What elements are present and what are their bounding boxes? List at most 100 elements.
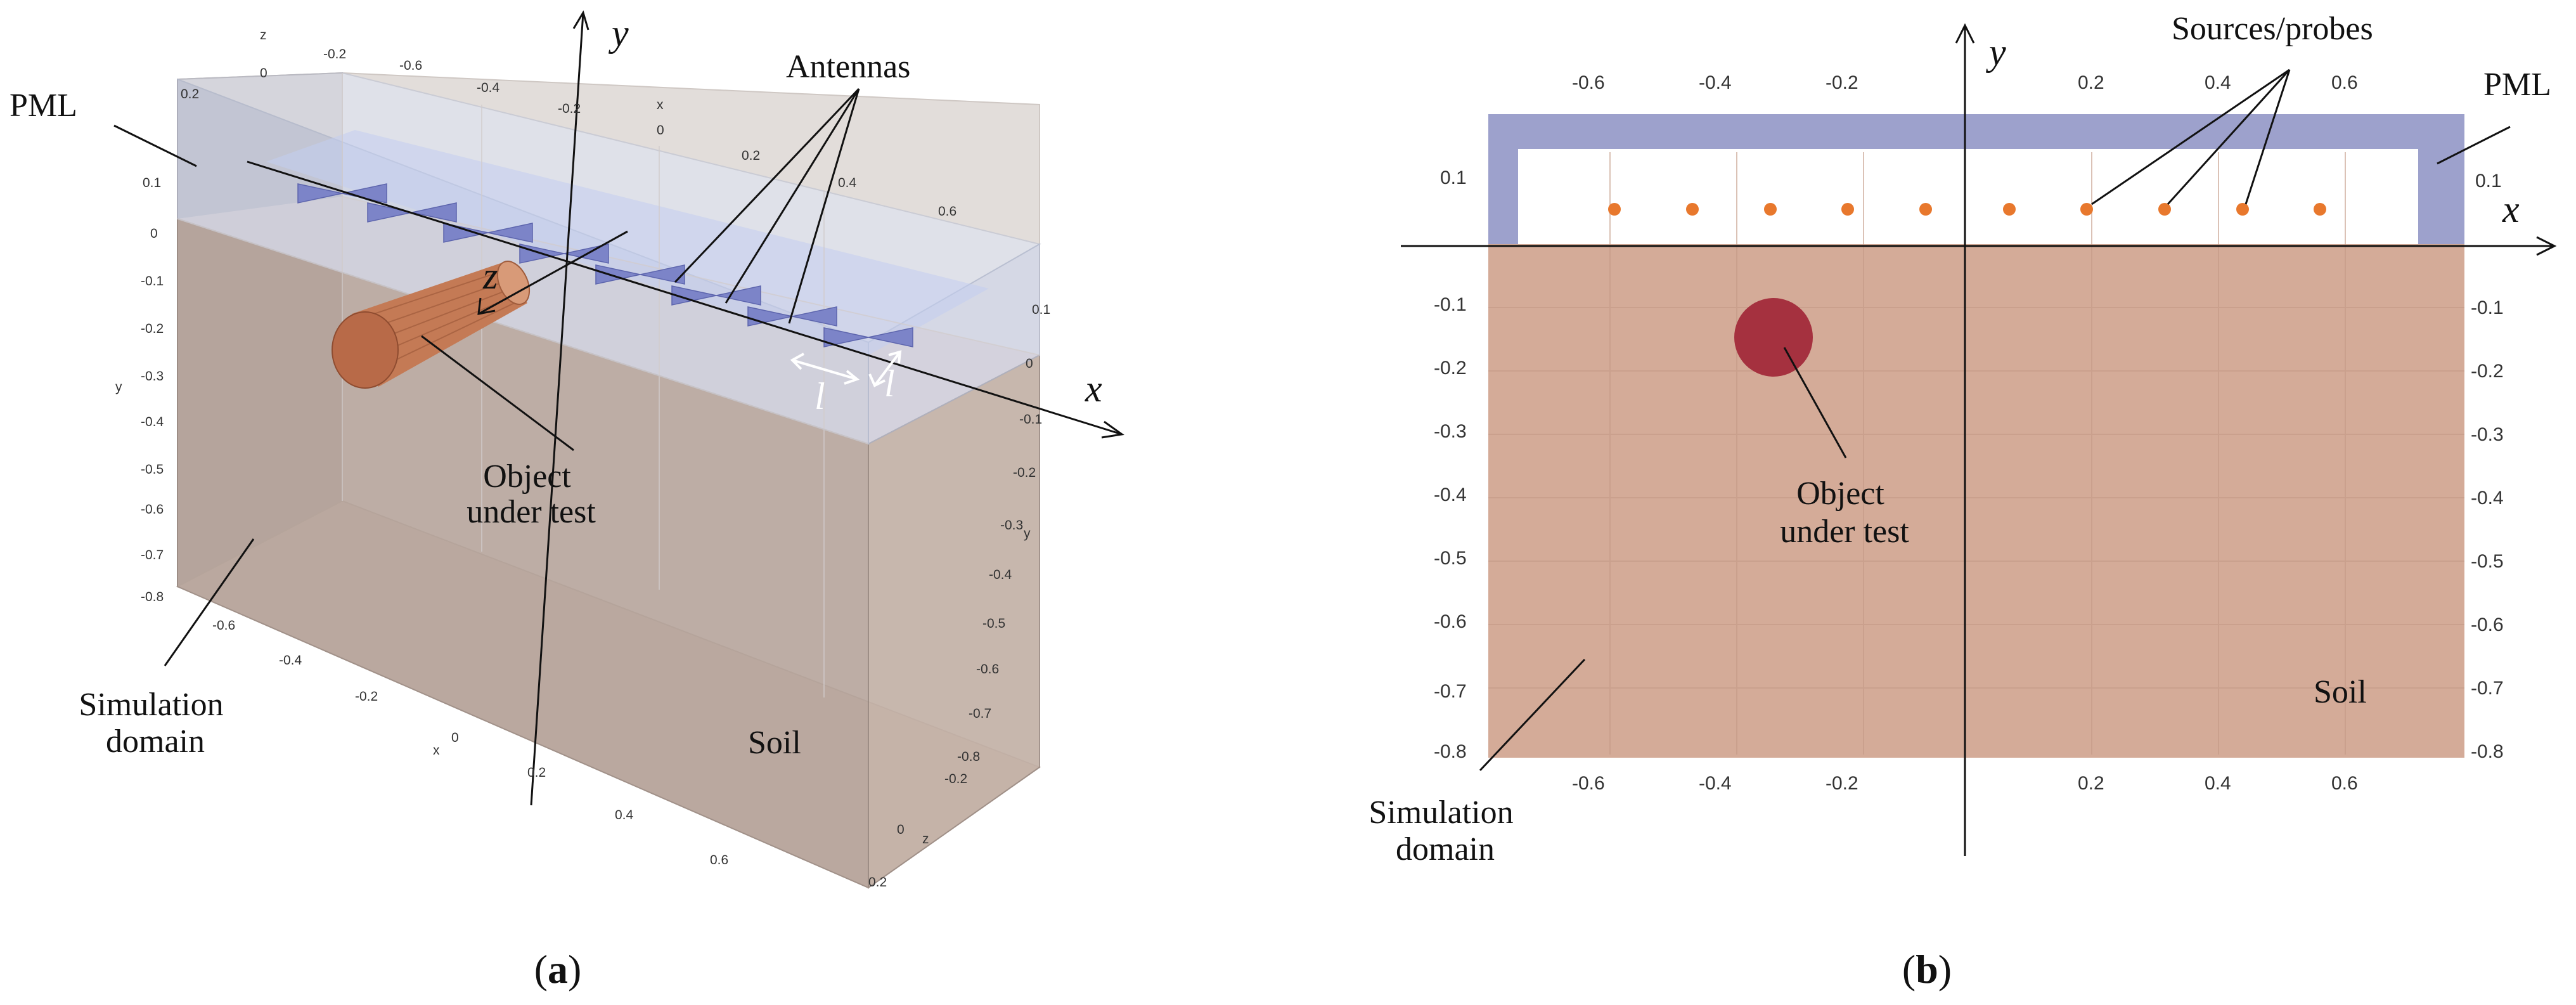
domain-leader-b — [1479, 658, 1586, 772]
tick: -0.4 — [279, 653, 302, 668]
ticks-a-right-z: -0.2 0 z 0.2 — [868, 772, 967, 890]
tick: -0.3 — [141, 369, 164, 384]
ticks-b-top: -0.6 -0.4 -0.2 0.2 0.4 0.6 — [1572, 72, 2358, 93]
tick: -0.4 — [1699, 72, 1732, 93]
caption-b: (b) — [1902, 947, 1952, 992]
caption-a: (a) — [534, 947, 582, 992]
antenna — [868, 327, 913, 347]
tick: -0.2 — [944, 772, 967, 786]
tick: -0.6 — [141, 502, 164, 517]
tick: -0.1 — [2471, 297, 2504, 318]
tick: -0.4 — [1699, 773, 1732, 794]
tick: 0.6 — [2331, 773, 2358, 794]
tick: -0.4 — [2471, 488, 2504, 509]
antenna-leader-2 — [724, 88, 860, 304]
object-circle-b — [1734, 298, 1813, 377]
tick: -0.1 — [1434, 294, 1467, 315]
object-label-a-line2: under test — [467, 494, 596, 530]
tick: 0.2 — [742, 148, 760, 163]
axes-b — [1401, 23, 2557, 856]
object-label-a: Object under test — [467, 458, 596, 530]
tick: 0 — [451, 730, 459, 745]
leaders-a — [113, 88, 860, 666]
antenna — [823, 327, 869, 347]
tick: z — [922, 832, 929, 846]
tick: -0.4 — [989, 567, 1012, 582]
pml-inner-air — [1518, 149, 2418, 247]
tick: -0.2 — [2471, 361, 2504, 382]
ticks-a-bottom-x: -0.6 -0.4 -0.2 x 0 0.2 0.4 0.6 — [212, 618, 728, 867]
tick: -0.5 — [982, 616, 1005, 631]
ticks-b-left: 0.1 -0.1 -0.2 -0.3 -0.4 -0.5 -0.6 -0.7 -… — [1434, 167, 1467, 762]
tick: 0.4 — [615, 808, 634, 822]
probe — [2003, 203, 2016, 216]
domain-label-a-line2: domain — [106, 723, 205, 760]
tick: -0.8 — [141, 590, 164, 604]
domain-label-b-line1: Simulation — [1368, 794, 1513, 831]
tick: -0.6 — [976, 662, 999, 677]
leaders-b — [1479, 68, 2511, 772]
probe — [2080, 203, 2093, 216]
ticks-a-left: 0.2 0.1 0 -0.1 -0.2 -0.3 -0.4 -0.5 -0.6 … — [115, 87, 199, 604]
tick: y — [1024, 526, 1031, 541]
tick: 0.4 — [2205, 72, 2231, 93]
tick: x — [657, 98, 664, 112]
tick: 0.6 — [2331, 72, 2358, 93]
tick: -0.1 — [141, 274, 164, 289]
box-right-face — [868, 354, 1040, 889]
ticks-a-right: 0.1 0 -0.1 -0.2 -0.3 y -0.4 -0.5 -0.6 -0… — [957, 302, 1050, 764]
x-axis-label-b: x — [2502, 188, 2520, 230]
tick: 0.2 — [181, 87, 199, 101]
caption-b-letter: b — [1916, 947, 1938, 992]
y-axis-label-b: y — [1985, 31, 2006, 73]
tick: -0.4 — [141, 415, 164, 429]
object-cylinder — [332, 261, 531, 389]
probe — [2314, 203, 2326, 216]
panel-b: y x Sources/probes PML Object under test… — [1368, 11, 2557, 992]
tick: -0.6 — [399, 58, 422, 73]
tick: 0.4 — [2205, 773, 2231, 794]
y-axis-label-a: y — [608, 12, 629, 54]
tick: -0.5 — [2471, 551, 2504, 572]
domain-label-b-line2: domain — [1396, 831, 1495, 867]
tick: -0.2 — [1826, 773, 1858, 794]
object-label-a-line1: Object — [483, 458, 571, 495]
tick: -0.5 — [1434, 548, 1467, 569]
domain-label-a-line1: Simulation — [79, 687, 223, 723]
tick: 0 — [1026, 356, 1033, 371]
tick: -0.2 — [1826, 72, 1858, 93]
pml-label-a: PML — [10, 88, 77, 124]
tick: -0.6 — [2471, 614, 2504, 635]
tick: -0.6 — [1572, 773, 1605, 794]
ticks-a-top-x: -0.6 -0.4 -0.2 x 0 0.2 0.4 0.6 — [399, 58, 956, 219]
ticks-b-bottom: -0.6 -0.4 -0.2 0.2 0.4 0.6 — [1572, 773, 2358, 794]
probe — [1608, 203, 1621, 216]
object-leader-b — [1783, 347, 1847, 458]
tick: -0.4 — [1434, 484, 1467, 505]
tick: -0.2 — [558, 101, 581, 116]
antenna — [297, 183, 343, 204]
ticks-b-right: 0.1 -0.1 -0.2 -0.3 -0.4 -0.5 -0.6 -0.7 -… — [2471, 171, 2504, 762]
sources-leader-2 — [2167, 68, 2291, 205]
tick: -0.2 — [141, 321, 164, 336]
l-label-2: l — [884, 363, 895, 405]
antenna-array — [297, 183, 913, 347]
tick: -0.8 — [957, 749, 980, 764]
tick: -0.5 — [141, 462, 164, 477]
tick: -0.2 — [355, 689, 378, 704]
tick: -0.7 — [1434, 681, 1467, 702]
tick: 0.1 — [143, 176, 161, 190]
tick: -0.8 — [2471, 741, 2504, 762]
soil-label-b: Soil — [2314, 674, 2367, 710]
sources-label: Sources/probes — [2172, 11, 2373, 47]
tick: 0.2 — [527, 765, 546, 780]
object-label-b-line2: under test — [1780, 514, 1909, 550]
tick: -0.3 — [2471, 424, 2504, 445]
object-label-b: Object under test — [1780, 476, 1909, 550]
tick: -0.7 — [2471, 678, 2504, 699]
grid-b — [1488, 152, 2464, 755]
z-axis-a — [478, 230, 628, 315]
panel-a: y x z l l PML Antennas Object under test — [10, 10, 1124, 992]
tick: -0.6 — [1434, 611, 1467, 632]
probe — [1841, 203, 1854, 216]
